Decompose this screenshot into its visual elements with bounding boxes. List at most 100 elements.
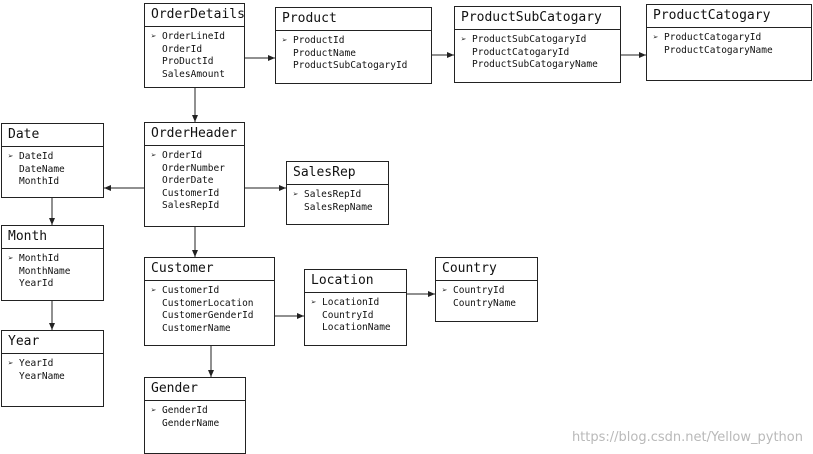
field-label: ProDuctId — [162, 56, 214, 67]
entity-productcatogary: ProductCatogary ➢ ProductCatogaryId Produ… — [646, 4, 812, 81]
field-label: ProductCatogaryId — [664, 32, 762, 43]
field-label: SalesAmount — [162, 68, 225, 80]
field-label: ProductSubCatogaryId — [293, 60, 408, 71]
entity-title: Customer — [145, 258, 274, 281]
field: ProductName — [282, 48, 431, 61]
field-label: CountryId — [453, 285, 505, 296]
field-label: ProductSubCatogaryName — [472, 59, 598, 70]
field-label: SalesRepName — [304, 201, 373, 213]
key-marker-icon: ➢ — [151, 286, 157, 296]
entity-title: Gender — [145, 378, 245, 401]
field-primary-key: ➢ ProductCatogaryId — [653, 32, 811, 45]
field-primary-key: ➢YearId — [8, 358, 103, 371]
field-primary-key: ➢MonthId — [8, 253, 103, 266]
field: GenderName — [151, 418, 245, 431]
entity-orderheader: OrderHeader ➢OrderId OrderNumber OrderDa… — [144, 122, 245, 227]
field-label: DateId — [19, 151, 54, 162]
entity-customer: Customer ➢ CustomerId CustomerLocation Cu… — [144, 257, 275, 346]
key-marker-icon: ➢ — [151, 406, 157, 416]
entity-orderdetails: OrderDetails ➢ OrderLineId OrderId ProDuc… — [144, 3, 245, 88]
entity-year: Year ➢YearId YearName — [1, 330, 104, 407]
key-marker-icon: ➢ — [8, 152, 14, 162]
field: CustomerLocation — [151, 298, 274, 311]
field-label: OrderNumber — [162, 162, 225, 174]
entity-title: ProductCatogary — [647, 5, 811, 28]
key-marker-icon: ➢ — [311, 298, 317, 308]
field: CountryName — [442, 298, 537, 311]
field: ProductCatogaryName — [653, 45, 811, 58]
entity-month: Month ➢MonthId MonthName YearId — [1, 225, 104, 301]
field-primary-key: ➢ OrderId — [151, 150, 244, 163]
key-marker-icon: ➢ — [151, 151, 157, 161]
field-label: ProductCatogaryName — [664, 44, 773, 56]
entity-title: Date — [2, 124, 103, 147]
field: CountryId — [311, 310, 406, 323]
field: ProductSubCatogaryName — [461, 59, 620, 72]
field-primary-key: ➢ GenderId — [151, 405, 245, 418]
field: CustomerGenderId — [151, 310, 274, 323]
field: CustomerName — [151, 323, 274, 336]
entity-country: Country ➢ CountryId CountryName — [435, 257, 538, 322]
field-label: SalesRepId — [162, 200, 220, 211]
field-label: CustomerId — [162, 187, 220, 199]
entity-salesrep: SalesRep ➢SalesRepId SalesRepName — [286, 161, 389, 225]
field-primary-key: ➢ OrderLineId — [151, 31, 244, 44]
field-primary-key: ➢ProductId — [282, 35, 431, 48]
entity-title: ProductSubCatogary — [455, 7, 620, 30]
field: MonthId — [8, 176, 103, 189]
entity-product: Product ➢ProductId ProductName ProductSu… — [275, 7, 432, 84]
field-label: MonthId — [19, 253, 60, 264]
field-label: CustomerGenderId — [162, 310, 254, 321]
key-marker-icon: ➢ — [8, 359, 14, 369]
field-primary-key: ➢ SalesRepId — [293, 189, 388, 202]
entity-location: Location ➢LocationId CountryId LocationN… — [304, 269, 407, 346]
field-label: SalesRepId — [304, 189, 362, 200]
field: LocationName — [311, 322, 406, 335]
field-primary-key: ➢ CustomerId — [151, 285, 274, 298]
entity-title: Country — [436, 258, 537, 281]
field: SalesRepName — [293, 202, 388, 215]
field: OrderId — [151, 44, 244, 57]
entity-title: Location — [305, 270, 406, 293]
field-label: CountryName — [453, 297, 516, 309]
field: ProductSubCatogaryId — [282, 60, 431, 73]
key-marker-icon: ➢ — [442, 286, 448, 296]
field-label: ProductCatogaryId — [472, 46, 570, 58]
field-label: OrderId — [162, 150, 203, 161]
key-marker-icon: ➢ — [653, 33, 659, 43]
field-label: OrderDate — [162, 175, 214, 186]
field-primary-key: ➢ CountryId — [442, 285, 537, 298]
key-marker-icon: ➢ — [293, 190, 299, 200]
field-label: CustomerId — [162, 285, 220, 296]
key-marker-icon: ➢ — [461, 35, 467, 45]
entity-title: Year — [2, 331, 103, 354]
field-label: DateName — [19, 163, 65, 175]
field: ProDuctId — [151, 56, 244, 69]
entity-productsubcatogary: ProductSubCatogary ➢ ProductSubCatogaryId… — [454, 6, 621, 83]
field-label: OrderLineId — [162, 31, 225, 42]
field-label: ProductName — [293, 47, 356, 59]
field: DateName — [8, 164, 103, 177]
field-label: CustomerLocation — [162, 297, 254, 309]
key-marker-icon: ➢ — [151, 32, 157, 42]
field-primary-key: ➢ DateId — [8, 151, 103, 164]
field-label: YearName — [19, 370, 65, 382]
field-label: GenderName — [162, 417, 220, 429]
field: YearName — [8, 371, 103, 384]
field: SalesRepId — [151, 200, 244, 213]
field-label: CountryId — [322, 309, 374, 321]
field-primary-key: ➢LocationId — [311, 297, 406, 310]
field-primary-key: ➢ ProductSubCatogaryId — [461, 34, 620, 47]
field: YearId — [8, 278, 103, 291]
field-label: CustomerName — [162, 322, 231, 334]
field-label: GenderId — [162, 405, 208, 416]
field-label: MonthId — [19, 176, 60, 187]
field: ProductCatogaryId — [461, 47, 620, 60]
entity-title: Month — [2, 226, 103, 249]
field: OrderNumber — [151, 163, 244, 176]
field-label: ProductSubCatogaryId — [472, 34, 587, 45]
watermark-text: https://blog.csdn.net/Yellow_python — [571, 430, 803, 445]
field-label: LocationName — [322, 322, 391, 333]
field: CustomerId — [151, 188, 244, 201]
entity-title: OrderDetails — [145, 4, 245, 27]
